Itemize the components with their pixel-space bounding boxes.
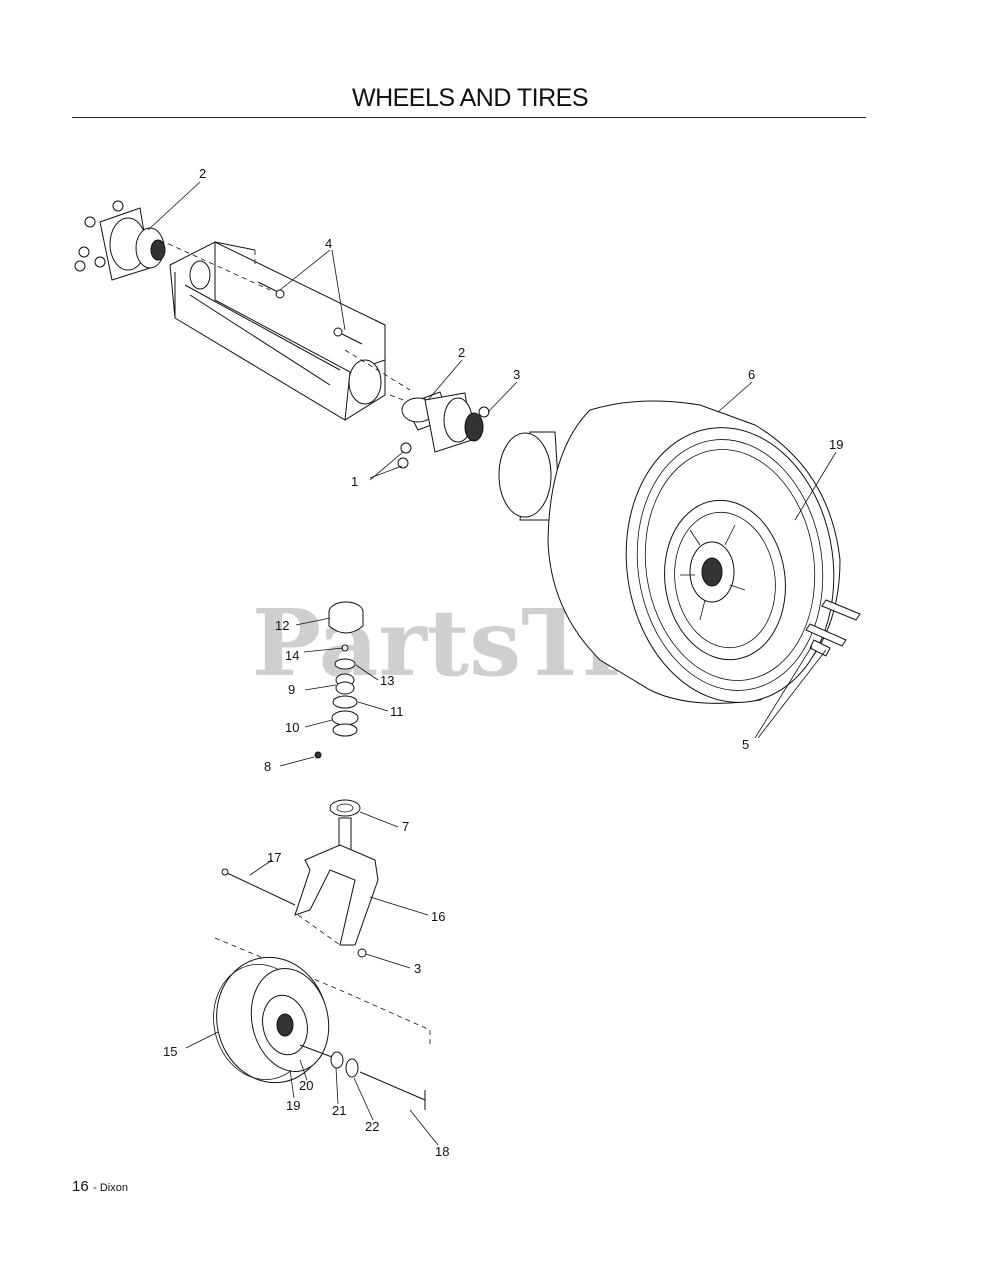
callout-14: 14 [285, 648, 299, 663]
title-rule [72, 117, 866, 118]
callout-16: 16 [431, 909, 445, 924]
callout-20: 20 [299, 1078, 313, 1093]
page-number: 16 [72, 1178, 89, 1195]
callout-22: 22 [365, 1119, 379, 1134]
callout-7: 7 [402, 819, 409, 834]
callout-18: 18 [435, 1144, 449, 1159]
axle-frame-illustration [159, 239, 431, 421]
callout-19: 19 [286, 1098, 300, 1113]
callout-9: 9 [288, 682, 295, 697]
caster-bearing-stack-illustration [314, 601, 364, 759]
right-wheel-motor-illustration [397, 391, 490, 469]
callout-3: 3 [414, 961, 421, 976]
leader-lines [147, 181, 837, 1146]
callout-21: 21 [332, 1103, 346, 1118]
page-footer: 16 - Dixon [72, 1178, 128, 1196]
callout-11: 11 [390, 704, 404, 719]
callout-2: 2 [458, 345, 465, 360]
callout-13: 13 [380, 673, 394, 688]
callout-17: 17 [267, 850, 281, 865]
callout-2: 2 [199, 166, 206, 181]
rear-tire-illustration [498, 400, 841, 704]
callout-12: 12 [275, 618, 289, 633]
callout-6: 6 [748, 367, 755, 382]
callout-3: 3 [513, 367, 520, 382]
lug-nut-illustration [805, 599, 861, 657]
callout-10: 10 [285, 720, 299, 735]
callout-4: 4 [325, 236, 332, 251]
callout-1: 1 [351, 474, 358, 489]
footer-brand: - Dixon [93, 1182, 128, 1194]
callout-5: 5 [742, 737, 749, 752]
callout-8: 8 [264, 759, 271, 774]
left-wheel-motor-illustration [74, 200, 166, 281]
page-title: WHEELS AND TIRES [351, 84, 589, 112]
caster-wheel-illustration [213, 956, 426, 1110]
callout-19: 19 [829, 437, 843, 452]
callout-labels: 2 4 2 3 6 19 1 12 14 13 9 11 10 5 8 7 17… [163, 166, 843, 1159]
callout-15: 15 [163, 1044, 177, 1059]
